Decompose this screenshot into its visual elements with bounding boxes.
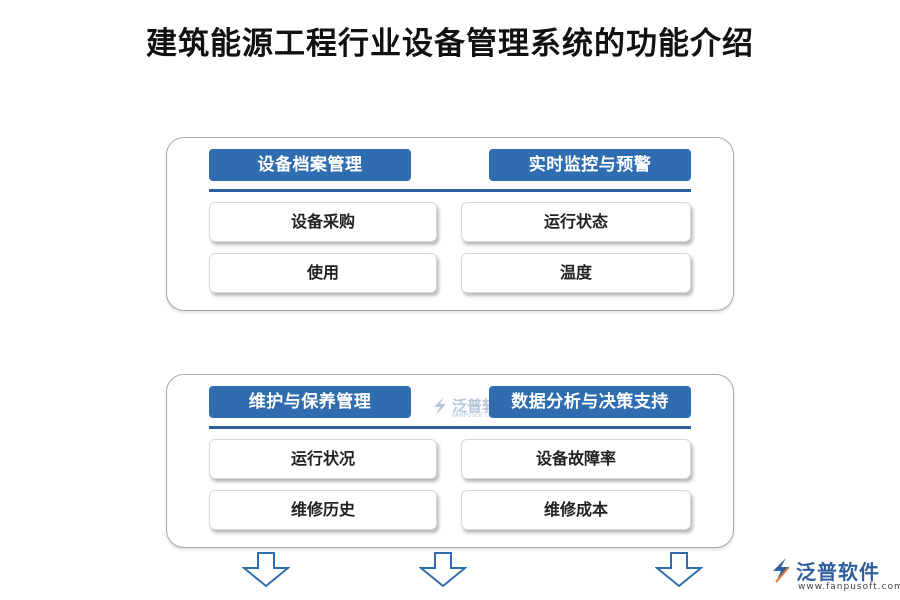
brand-name: 泛普软件 [796, 560, 880, 584]
brand-url: www.fanpusoft.com [798, 582, 900, 592]
panel-1-right-item-1: 运行状态 [461, 202, 691, 242]
feature-panel-1: 设备档案管理 实时监控与预警 设备采购 使用 运行状态 温度 [166, 137, 734, 311]
page-title: 建筑能源工程行业设备管理系统的功能介绍 [146, 26, 754, 62]
watermark-text: 泛普软 [452, 397, 498, 415]
panel-2-left-item-2: 维修历史 [209, 490, 437, 530]
panel-2-right-item-2: 维修成本 [461, 490, 691, 530]
panel-2-left-item-1: 运行状况 [209, 439, 437, 479]
panel-1-left-item-2: 使用 [209, 253, 437, 293]
watermark-subtext: FANPUSOFT.COM [452, 412, 503, 419]
watermark: 泛普软 FANPUSOFT.COM [430, 395, 503, 423]
panel-2-divider [209, 426, 691, 429]
panel-1-left-header: 设备档案管理 [209, 149, 411, 181]
brand-logo-icon [773, 558, 790, 583]
feature-panel-2: 维护与保养管理 数据分析与决策支持 运行状况 维修历史 设备故障率 维修成本 [166, 374, 734, 548]
panel-1-right-item-2: 温度 [461, 253, 691, 293]
watermark-logo-icon [434, 397, 446, 415]
panel-1-right-header: 实时监控与预警 [489, 149, 691, 181]
panel-2-left-header: 维护与保养管理 [209, 386, 411, 418]
down-arrow-icon [242, 552, 290, 588]
down-arrow-icon [419, 552, 467, 588]
panel-1-left-item-1: 设备采购 [209, 202, 437, 242]
down-arrow-icon [655, 552, 703, 588]
brand-logo: 泛普软件 www.fanpusoft.com [768, 556, 900, 596]
panel-2-right-header: 数据分析与决策支持 [489, 386, 691, 418]
panel-1-divider [209, 189, 691, 192]
panel-2-right-item-1: 设备故障率 [461, 439, 691, 479]
